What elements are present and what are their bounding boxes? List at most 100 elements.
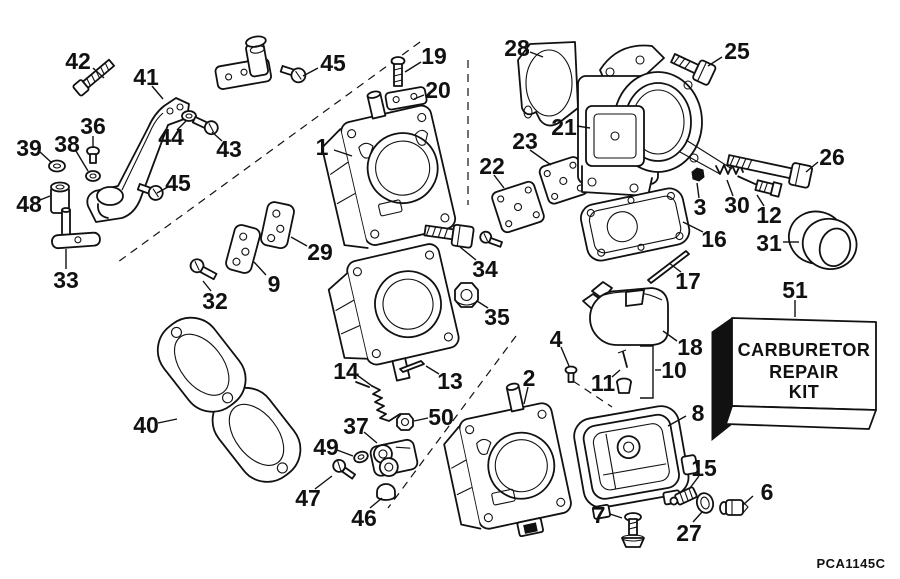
part-label-43: 43 bbox=[216, 136, 242, 162]
part-label-31: 31 bbox=[756, 230, 782, 256]
part-49-washer bbox=[353, 450, 369, 464]
part-label-11: 11 bbox=[591, 370, 616, 396]
part-label-48: 48 bbox=[16, 191, 42, 217]
part-label-38: 38 bbox=[54, 131, 80, 157]
part-46-cap bbox=[376, 483, 396, 501]
part-label-32: 32 bbox=[202, 288, 228, 314]
part-22-plate bbox=[491, 180, 545, 234]
part-label-40: 40 bbox=[133, 412, 159, 438]
part-33-pin-plate bbox=[51, 207, 101, 250]
part-2-carb-body bbox=[443, 382, 572, 538]
part-number-labels: 42 41 45 19 20 28 25 21 26 23 36 44 43 1… bbox=[16, 35, 845, 546]
part-43-screw bbox=[191, 116, 219, 136]
part-label-20: 20 bbox=[425, 77, 451, 103]
part-label-37: 37 bbox=[343, 413, 369, 439]
part-label-35: 35 bbox=[484, 304, 510, 330]
part-45-screw-left bbox=[136, 183, 164, 201]
part-34-bolt bbox=[423, 223, 475, 249]
part-label-2: 2 bbox=[523, 365, 536, 391]
part-39-washer bbox=[48, 159, 66, 173]
part-label-17: 17 bbox=[675, 268, 701, 294]
part-32-screw bbox=[189, 258, 218, 281]
part-19-screw bbox=[390, 56, 406, 87]
part-label-34: 34 bbox=[472, 256, 498, 282]
part-label-4: 4 bbox=[550, 326, 563, 352]
part-label-47: 47 bbox=[295, 485, 321, 511]
part-label-14: 14 bbox=[333, 358, 359, 384]
part-17-rod bbox=[647, 250, 690, 284]
part-25-bolt bbox=[670, 53, 717, 86]
part-1-carb-body bbox=[321, 90, 460, 382]
part-14-spring bbox=[355, 381, 407, 422]
part-label-44: 44 bbox=[158, 124, 184, 150]
part-45-screw-top bbox=[279, 65, 307, 84]
part-label-49: 49 bbox=[313, 434, 339, 460]
kit-box-line-3: KIT bbox=[789, 382, 820, 402]
part-24-screw bbox=[479, 230, 503, 248]
drawing-code: PCA1145C bbox=[816, 556, 885, 571]
part-label-29: 29 bbox=[307, 239, 333, 265]
part-3-nut bbox=[691, 167, 705, 182]
part-label-7: 7 bbox=[593, 502, 606, 528]
part-label-21: 21 bbox=[551, 114, 577, 140]
part-label-1: 1 bbox=[316, 134, 329, 160]
part-37-pump-follower bbox=[369, 438, 419, 477]
part-label-13: 13 bbox=[437, 368, 463, 394]
part-51-repair-kit-box: CARBURETOR REPAIR KIT bbox=[711, 317, 877, 442]
part-label-51: 51 bbox=[782, 277, 808, 303]
part-label-16: 16 bbox=[701, 226, 727, 252]
part-9-bracket bbox=[225, 224, 261, 274]
part-13-pin bbox=[399, 360, 425, 373]
part-label-9: 9 bbox=[268, 271, 281, 297]
part-label-42: 42 bbox=[65, 48, 91, 74]
part-label-45-top: 45 bbox=[320, 50, 346, 76]
part-18-float bbox=[582, 281, 669, 346]
part-label-41: 41 bbox=[133, 64, 159, 90]
leader-lines bbox=[39, 51, 819, 523]
part-7-screw bbox=[621, 512, 645, 548]
part-label-10: 10 bbox=[661, 357, 687, 383]
part-label-23: 23 bbox=[512, 128, 538, 154]
part-12-needle-valve bbox=[737, 175, 783, 198]
part-label-27: 27 bbox=[676, 520, 702, 546]
part-35-nut bbox=[454, 282, 479, 308]
part-label-3: 3 bbox=[694, 194, 707, 220]
part-50-nut bbox=[396, 413, 414, 431]
throttle-link bbox=[214, 35, 272, 90]
part-38-nut bbox=[85, 170, 101, 182]
part-23-plate bbox=[538, 156, 589, 205]
part-20-plate bbox=[384, 86, 428, 111]
part-36-screw bbox=[86, 146, 100, 164]
part-label-25: 25 bbox=[724, 38, 750, 64]
part-11-needle-seat bbox=[616, 349, 632, 394]
part-26-bolt bbox=[726, 154, 814, 189]
part-6-screw bbox=[719, 499, 749, 516]
part-15-plug bbox=[669, 486, 698, 506]
kit-box-line-1: CARBURETOR bbox=[738, 340, 871, 360]
part-label-6: 6 bbox=[761, 479, 774, 505]
part-28-gasket bbox=[517, 41, 579, 127]
part-label-8: 8 bbox=[692, 400, 705, 426]
part-label-19: 19 bbox=[421, 43, 447, 69]
part-label-36: 36 bbox=[80, 113, 106, 139]
part-44-washer bbox=[181, 110, 197, 122]
part-4-screw bbox=[564, 365, 578, 383]
part-label-12: 12 bbox=[756, 202, 782, 228]
part-16-bowl-gasket bbox=[580, 187, 691, 262]
part-48-bushing bbox=[50, 181, 70, 214]
part-27-oring bbox=[695, 492, 715, 514]
part-label-26: 26 bbox=[819, 144, 845, 170]
part-label-28: 28 bbox=[504, 35, 530, 61]
part-label-39: 39 bbox=[16, 135, 42, 161]
part-8-float-bowl bbox=[573, 405, 699, 520]
part-label-15: 15 bbox=[691, 455, 717, 481]
part-label-50: 50 bbox=[428, 404, 454, 430]
part-label-22: 22 bbox=[479, 153, 505, 179]
kit-box-line-2: REPAIR bbox=[769, 362, 839, 382]
part-10-bracket bbox=[640, 345, 654, 399]
part-label-33: 33 bbox=[53, 267, 79, 293]
part-29-bracket bbox=[260, 201, 295, 250]
part-41-lever bbox=[86, 97, 190, 223]
part-label-30: 30 bbox=[724, 192, 750, 218]
